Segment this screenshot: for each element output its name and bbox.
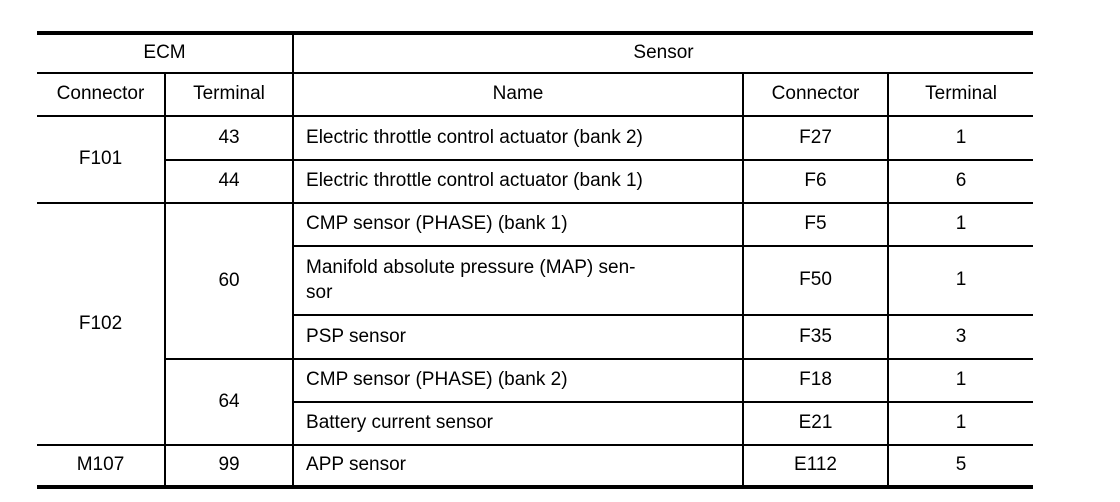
table-row: M107 99 APP sensor E112 5 bbox=[37, 444, 1034, 488]
cell-sensor-terminal: 1 bbox=[887, 202, 1034, 247]
ecm-sensor-terminal-table: ECM Sensor Connector Terminal Name Conne… bbox=[37, 31, 1034, 489]
ecm-group-header: ECM bbox=[37, 32, 295, 74]
table-row: 64 CMP sensor (PHASE) (bank 2) F18 1 bbox=[37, 358, 1034, 446]
cell-sensor-connector: E21 bbox=[742, 401, 890, 446]
cell-sensor-connector: F18 bbox=[742, 358, 890, 403]
table-row: PSP sensor F35 3 bbox=[37, 314, 1034, 360]
cell-sensor-connector: F50 bbox=[742, 245, 890, 316]
sensor-group-header: Sensor bbox=[292, 32, 1034, 74]
cell-ecm-connector: F101 bbox=[37, 115, 166, 204]
table-row: 44 Electric throttle control actuator (b… bbox=[37, 159, 1034, 204]
cell-ecm-connector: M107 bbox=[37, 444, 166, 488]
cell-sensor-connector: F6 bbox=[742, 159, 890, 204]
cell-sensor-name: CMP sensor (PHASE) (bank 2) bbox=[292, 358, 745, 403]
cell-sensor-connector: F27 bbox=[742, 115, 890, 161]
cell-sensor-name: Battery current sensor bbox=[292, 401, 745, 446]
cell-ecm-terminal: 44 bbox=[163, 159, 295, 204]
cell-sensor-terminal: 5 bbox=[887, 444, 1034, 488]
ecm-terminal-header: Terminal bbox=[163, 72, 295, 117]
table-row: F102 60 CMP sensor (PHASE) (bank 1) F5 1 bbox=[37, 202, 1034, 446]
table-row: Battery current sensor E21 1 bbox=[37, 401, 1034, 446]
cell-ecm-terminal: 43 bbox=[163, 115, 295, 161]
cell-sensor-connector: E112 bbox=[742, 444, 890, 488]
cell-sensor-name: CMP sensor (PHASE) (bank 1) bbox=[292, 202, 745, 247]
sensor-terminal-header: Terminal bbox=[887, 72, 1034, 117]
cell-sensor-terminal: 6 bbox=[887, 159, 1034, 204]
cell-sensor-name: Manifold absolute pressure (MAP) sen- so… bbox=[292, 245, 745, 316]
cell-ecm-terminal: 60 bbox=[163, 202, 295, 360]
cell-sensor-name: Electric throttle control actuator (bank… bbox=[292, 115, 745, 161]
cell-sensor-terminal: 1 bbox=[887, 115, 1034, 161]
cell-sensor-name: PSP sensor bbox=[292, 314, 745, 360]
cell-sensor-name: Electric throttle control actuator (bank… bbox=[292, 159, 745, 204]
cell-sensor-terminal: 1 bbox=[887, 401, 1034, 446]
cell-ecm-terminal: 64 bbox=[163, 358, 295, 446]
column-header-row: Connector Terminal Name Connector Termin… bbox=[37, 72, 1034, 117]
cell-ecm-terminal: 99 bbox=[163, 444, 295, 488]
sensor-connector-header: Connector bbox=[742, 72, 890, 117]
table-row: Manifold absolute pressure (MAP) sen- so… bbox=[37, 245, 1034, 316]
cell-sensor-connector: F35 bbox=[742, 314, 890, 360]
ecm-connector-header: Connector bbox=[37, 72, 166, 117]
group-header-row: ECM Sensor bbox=[37, 32, 1034, 74]
cell-sensor-connector: F5 bbox=[742, 202, 890, 247]
sensor-name-header: Name bbox=[292, 72, 745, 117]
cell-sensor-terminal: 1 bbox=[887, 245, 1034, 316]
table-row: F101 43 Electric throttle control actuat… bbox=[37, 115, 1034, 204]
cell-sensor-terminal: 3 bbox=[887, 314, 1034, 360]
cell-ecm-connector: F102 bbox=[37, 202, 166, 446]
cell-sensor-terminal: 1 bbox=[887, 358, 1034, 403]
cell-sensor-name: APP sensor bbox=[292, 444, 745, 488]
